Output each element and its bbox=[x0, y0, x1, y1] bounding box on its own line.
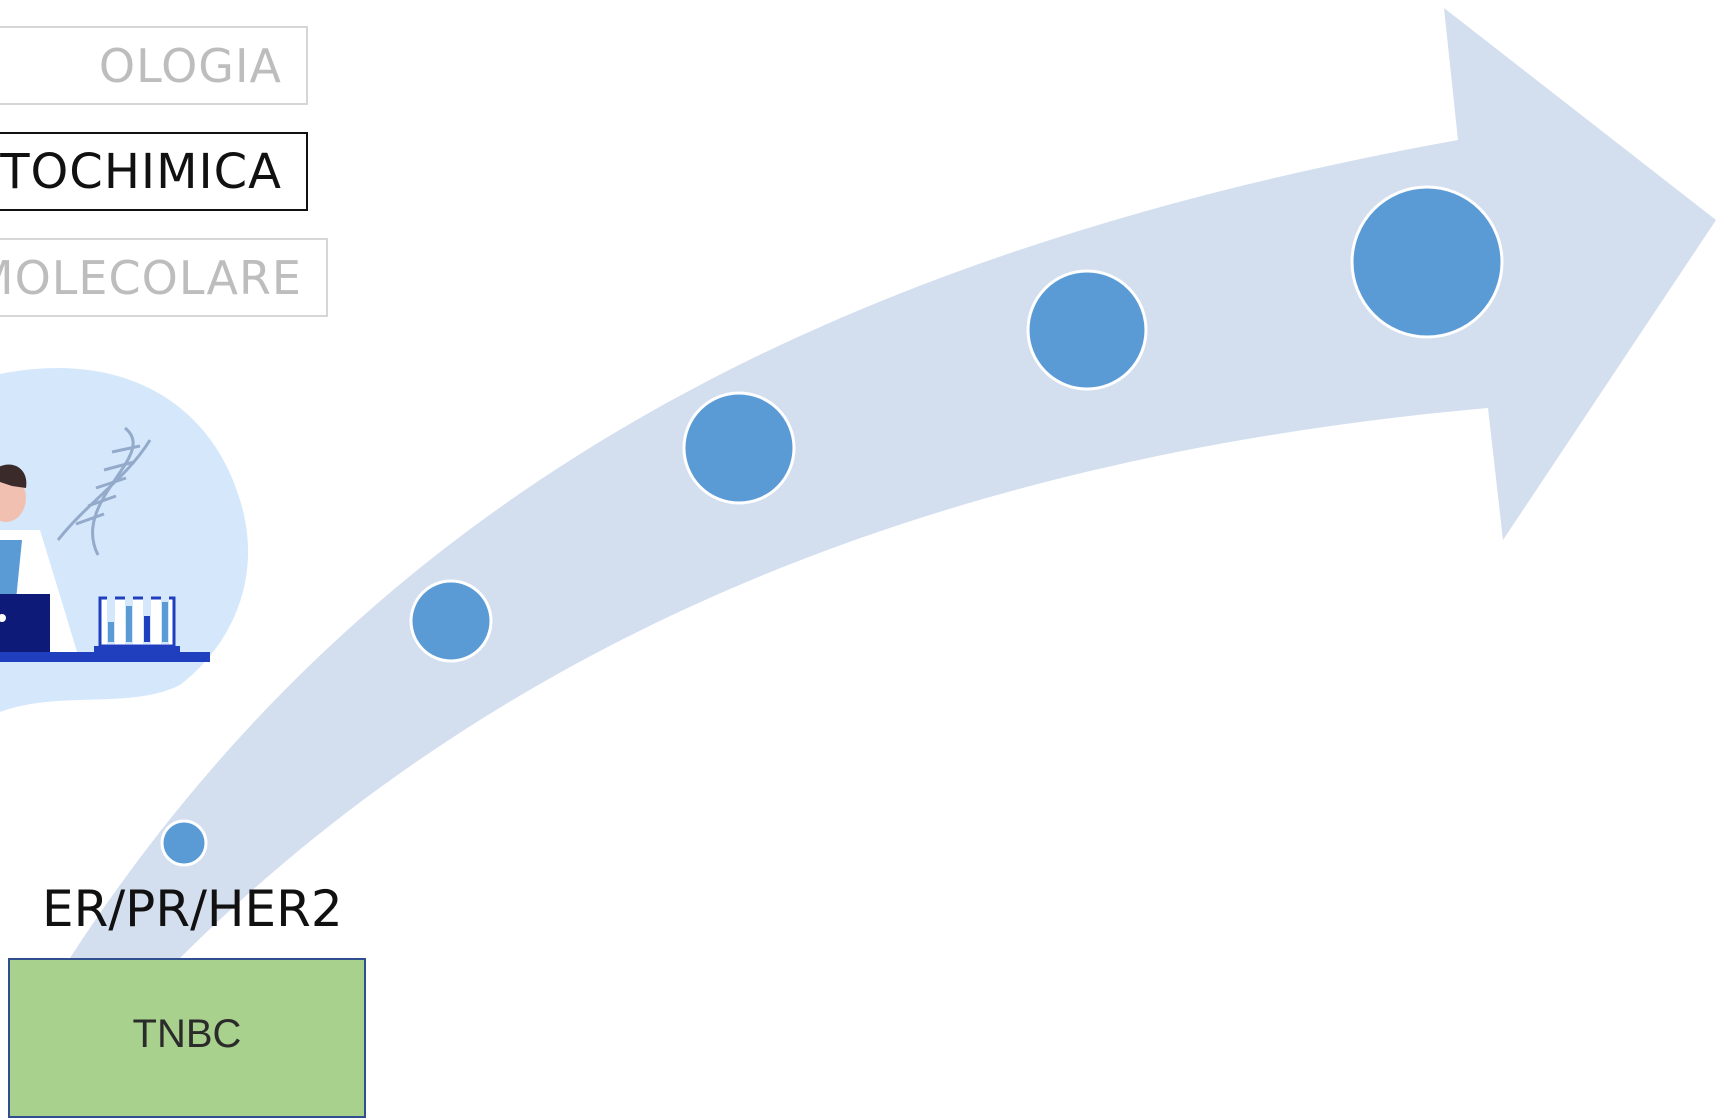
marker-label: ER/PR/HER2 bbox=[42, 880, 343, 938]
stage-box-molecular: MOLECOLARE bbox=[0, 238, 328, 317]
progression-node-4 bbox=[1026, 269, 1148, 391]
dna-icon bbox=[56, 426, 152, 556]
progression-arrow bbox=[70, 8, 1716, 958]
stage-box-histology: OLOGIA bbox=[0, 26, 308, 105]
tnbc-label: TNBC bbox=[132, 1012, 242, 1056]
laptop-icon bbox=[0, 594, 50, 652]
test-tube-rack-icon bbox=[94, 588, 180, 652]
scientist-illustration bbox=[0, 368, 249, 712]
stage-label: TOCHIMICA bbox=[0, 143, 282, 200]
progression-node-2 bbox=[409, 579, 493, 663]
stage-box-immunohistochemistry: TOCHIMICA bbox=[0, 132, 308, 211]
tnbc-box: TNBC bbox=[8, 958, 366, 1118]
progression-node-1 bbox=[160, 819, 208, 867]
stage-label: OLOGIA bbox=[98, 38, 282, 93]
progression-node-3 bbox=[682, 391, 796, 505]
progression-node-5 bbox=[1350, 185, 1504, 339]
stage-label: MOLECOLARE bbox=[0, 250, 302, 305]
desk bbox=[0, 652, 210, 662]
